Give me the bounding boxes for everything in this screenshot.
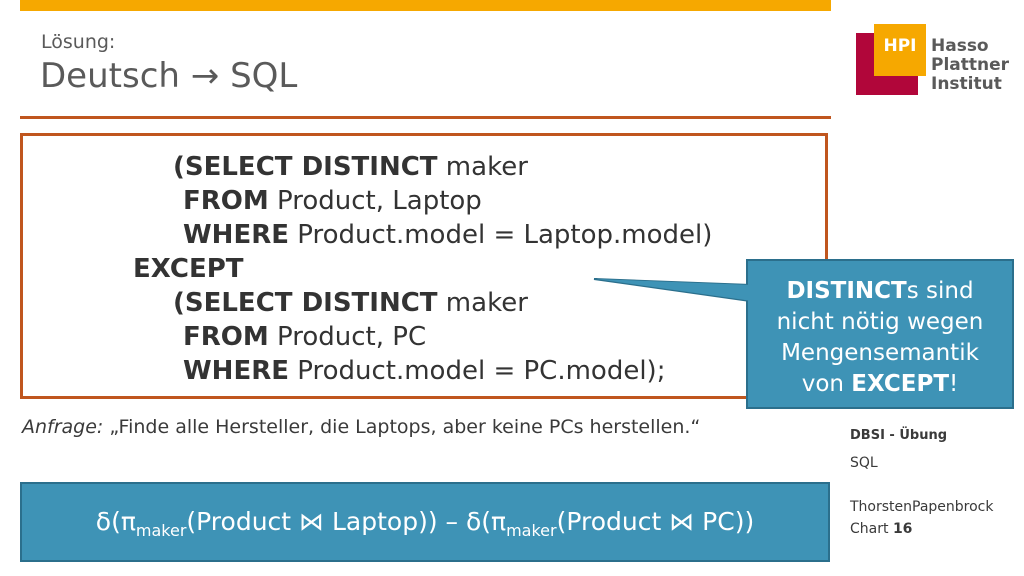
sql-line-2: FROM Product, Laptop xyxy=(183,186,482,216)
slide-subtitle: Lösung: xyxy=(41,31,116,53)
formula-box: δ(πmaker(Product ⋈ Laptop)) – δ(πmaker(P… xyxy=(20,482,830,562)
hpi-logo-abbr: HPI xyxy=(883,36,917,56)
query-body: „Finde alle Hersteller, die Laptops, abe… xyxy=(103,416,701,438)
author-name: ThorstenPapenbrock xyxy=(850,499,994,515)
callout-bubble xyxy=(593,259,1014,409)
callout-rect xyxy=(746,259,1014,409)
top-accent-bar xyxy=(20,0,831,11)
hpi-logo-front-square xyxy=(874,24,926,76)
sql-line-4: EXCEPT xyxy=(133,254,244,284)
sql-line-1: (SELECT DISTINCT maker xyxy=(173,152,528,182)
callout-pointer-fill xyxy=(596,279,752,301)
title-divider xyxy=(20,116,831,119)
hpi-logo-text: Hasso Plattner Institut xyxy=(931,36,1010,94)
sql-line-3: WHERE Product.model = Laptop.model) xyxy=(183,220,713,250)
course-name: DBSI - Übung xyxy=(850,428,948,443)
chart-number: Chart 16 xyxy=(850,521,913,537)
slide-title: Deutsch → SQL xyxy=(40,56,297,96)
query-text: Anfrage: „Finde alle Hersteller, die Lap… xyxy=(22,416,700,438)
topic-name: SQL xyxy=(850,455,878,471)
query-label: Anfrage: xyxy=(22,416,104,438)
title-right: SQL xyxy=(230,56,298,96)
sql-line-6: FROM Product, PC xyxy=(183,322,427,352)
sql-code-box: (SELECT DISTINCT maker FROM Product, Lap… xyxy=(20,133,828,399)
arrow-icon: → xyxy=(190,56,220,96)
sql-line-7: WHERE Product.model = PC.model); xyxy=(183,356,666,386)
sql-line-5: (SELECT DISTINCT maker xyxy=(173,288,528,318)
callout-text: DISTINCTs sind nicht nötig wegen Mengens… xyxy=(776,278,984,397)
title-left: Deutsch xyxy=(40,56,180,96)
relational-algebra-formula: δ(πmaker(Product ⋈ Laptop)) – δ(πmaker(P… xyxy=(95,507,755,540)
